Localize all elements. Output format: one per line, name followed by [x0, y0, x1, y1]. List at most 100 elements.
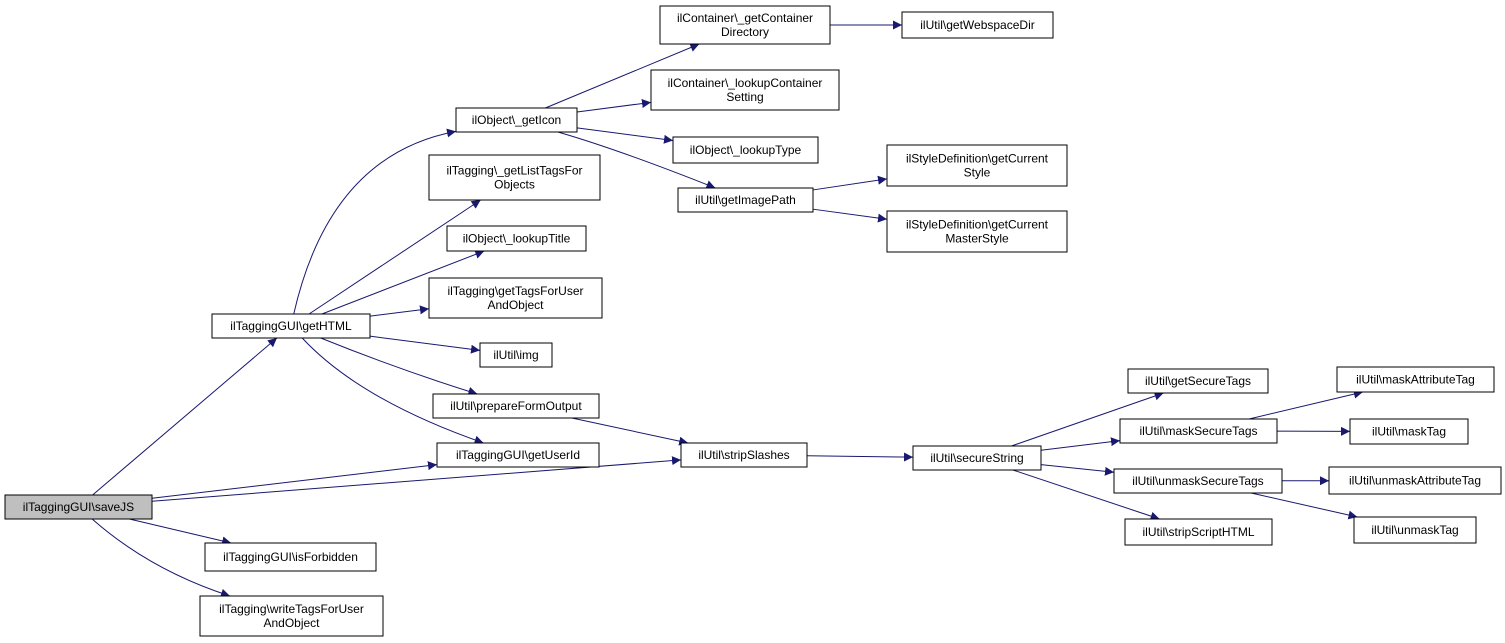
node-box: [204, 542, 377, 572]
edge-getHTML-to-getUserId: [301, 337, 484, 445]
node-label: Style: [964, 166, 991, 180]
node-prepareForm[interactable]: ilUtil\prepareFormOutput: [432, 393, 600, 419]
edge-saveJS-to-stripSlashes: [151, 456, 682, 502]
node-label: ilObject\_lookupType: [690, 143, 802, 157]
edge-getIcon-to-lookupContainer: [576, 99, 652, 113]
edge-getIcon-to-lookupType: [576, 127, 674, 144]
edge-getHTML-to-lookupTitle: [321, 250, 485, 315]
node-maskSecureTags[interactable]: ilUtil\maskSecureTags: [1119, 418, 1278, 444]
node-secureString[interactable]: ilUtil\secureString: [912, 445, 1042, 471]
node-box: [455, 107, 578, 133]
node-unmaskAttr[interactable]: ilUtil\unmaskAttributeTag: [1328, 466, 1502, 495]
edge-saveJS-to-isForbidden: [129, 518, 232, 546]
node-unmaskTag[interactable]: ilUtil\unmaskTag: [1353, 516, 1477, 544]
node-getUserId[interactable]: ilTaggingGUI\getUserId: [436, 442, 600, 468]
node-box: [912, 445, 1042, 471]
node-box: [1353, 516, 1477, 544]
node-label: ilStyleDefinition\getCurrent: [906, 152, 1049, 166]
node-label: ilUtil\secureString: [930, 451, 1023, 465]
node-box: [199, 595, 384, 637]
node-stripSlashes[interactable]: ilUtil\stripSlashes: [680, 442, 808, 468]
edge-maskSecureTags-to-maskAttr: [1248, 389, 1363, 420]
node-label: ilUtil\stripSlashes: [698, 448, 789, 462]
node-lookupTitle[interactable]: ilObject\_lookupTitle: [446, 225, 587, 252]
node-label: Setting: [726, 90, 763, 104]
edge-getIcon-to-getImagePath: [557, 131, 716, 189]
node-unmaskSecureTags[interactable]: ilUtil\unmaskSecureTags: [1113, 468, 1283, 494]
node-getIcon[interactable]: ilObject\_getIcon: [455, 107, 578, 133]
edge-getHTML-to-prepareForm: [320, 337, 478, 396]
node-box: [1113, 468, 1283, 494]
node-maskTag[interactable]: ilUtil\maskTag: [1349, 418, 1469, 445]
node-box: [1349, 418, 1469, 445]
node-box: [4, 494, 153, 520]
node-box: [1119, 418, 1278, 444]
node-label: ilTaggingGUI\saveJS: [23, 500, 134, 514]
node-label: ilContainer\_lookupContainer: [668, 76, 823, 90]
node-label: Objects: [494, 178, 535, 192]
node-label: ilUtil\stripScriptHTML: [1142, 525, 1254, 539]
node-label: AndObject: [263, 616, 320, 630]
node-label: ilUtil\unmaskSecureTags: [1132, 474, 1263, 488]
node-img[interactable]: ilUtil\img: [479, 342, 553, 368]
node-box: [211, 313, 371, 339]
node-label: AndObject: [487, 298, 544, 312]
edge-saveJS-to-getHTML: [92, 337, 278, 496]
node-label: ilObject\_lookupTitle: [463, 232, 571, 246]
node-box: [1328, 466, 1502, 495]
edge-saveJS-to-writeTags: [91, 518, 231, 598]
node-label: ilTagging\writeTagsForUser: [219, 602, 364, 616]
node-box: [432, 393, 600, 419]
node-box: [428, 154, 601, 201]
node-label: ilUtil\unmaskTag: [1371, 523, 1458, 537]
edge-getHTML-to-img: [369, 335, 481, 354]
edge-getHTML-to-getIcon: [293, 128, 457, 315]
edge-secureString-to-maskSecureTags: [1040, 437, 1121, 451]
node-box: [680, 442, 808, 468]
node-isForbidden[interactable]: ilTaggingGUI\isForbidden: [204, 542, 377, 572]
node-stripScript[interactable]: ilUtil\stripScriptHTML: [1124, 518, 1273, 546]
node-lookupType[interactable]: ilObject\_lookupType: [672, 136, 819, 164]
node-box: [659, 5, 831, 45]
nodes-layer: ilTaggingGUI\saveJS ilTaggingGUI\getHTML i…: [4, 5, 1502, 637]
node-label: ilUtil\maskSecureTags: [1139, 424, 1257, 438]
edge-secureString-to-unmaskSecureTags: [1040, 464, 1115, 476]
node-label: ilTaggingGUI\getUserId: [456, 448, 580, 462]
edge-getIcon-to-getContainerDir: [545, 43, 700, 109]
node-box: [436, 442, 600, 468]
edge-secureString-to-getSecureTags: [1011, 391, 1164, 447]
node-label: ilObject\_getIcon: [472, 113, 561, 127]
node-box: [1124, 518, 1273, 546]
node-box: [901, 11, 1054, 39]
node-label: ilUtil\getSecureTags: [1145, 374, 1251, 388]
node-getSecureTags[interactable]: ilUtil\getSecureTags: [1127, 368, 1269, 394]
node-box: [1127, 368, 1269, 394]
edge-secureString-to-stripScript: [1012, 469, 1160, 521]
node-label: ilUtil\prepareFormOutput: [450, 399, 582, 413]
node-label: MasterStyle: [945, 232, 1009, 246]
node-getImagePath[interactable]: ilUtil\getImagePath: [677, 187, 814, 213]
node-getHTML[interactable]: ilTaggingGUI\getHTML: [211, 313, 371, 339]
node-saveJS[interactable]: ilTaggingGUI\saveJS: [4, 494, 153, 520]
edge-stripSlashes-to-secureString: [806, 452, 914, 462]
node-label: ilTagging\getTagsForUser: [447, 284, 583, 298]
node-box: [886, 144, 1068, 187]
node-label: ilUtil\img: [493, 348, 538, 362]
node-box: [650, 69, 840, 111]
node-label: ilUtil\maskAttributeTag: [1356, 373, 1475, 387]
edge-getImagePath-to-getCurrentStyle: [812, 175, 888, 191]
node-label: ilUtil\getImagePath: [695, 193, 796, 207]
node-getWebspace[interactable]: ilUtil\getWebspaceDir: [901, 11, 1054, 39]
node-maskAttr[interactable]: ilUtil\maskAttributeTag: [1336, 366, 1495, 393]
node-box: [672, 136, 819, 164]
edges-layer: [91, 20, 1363, 598]
edge-getImagePath-to-getCurrentMaster: [812, 208, 888, 223]
